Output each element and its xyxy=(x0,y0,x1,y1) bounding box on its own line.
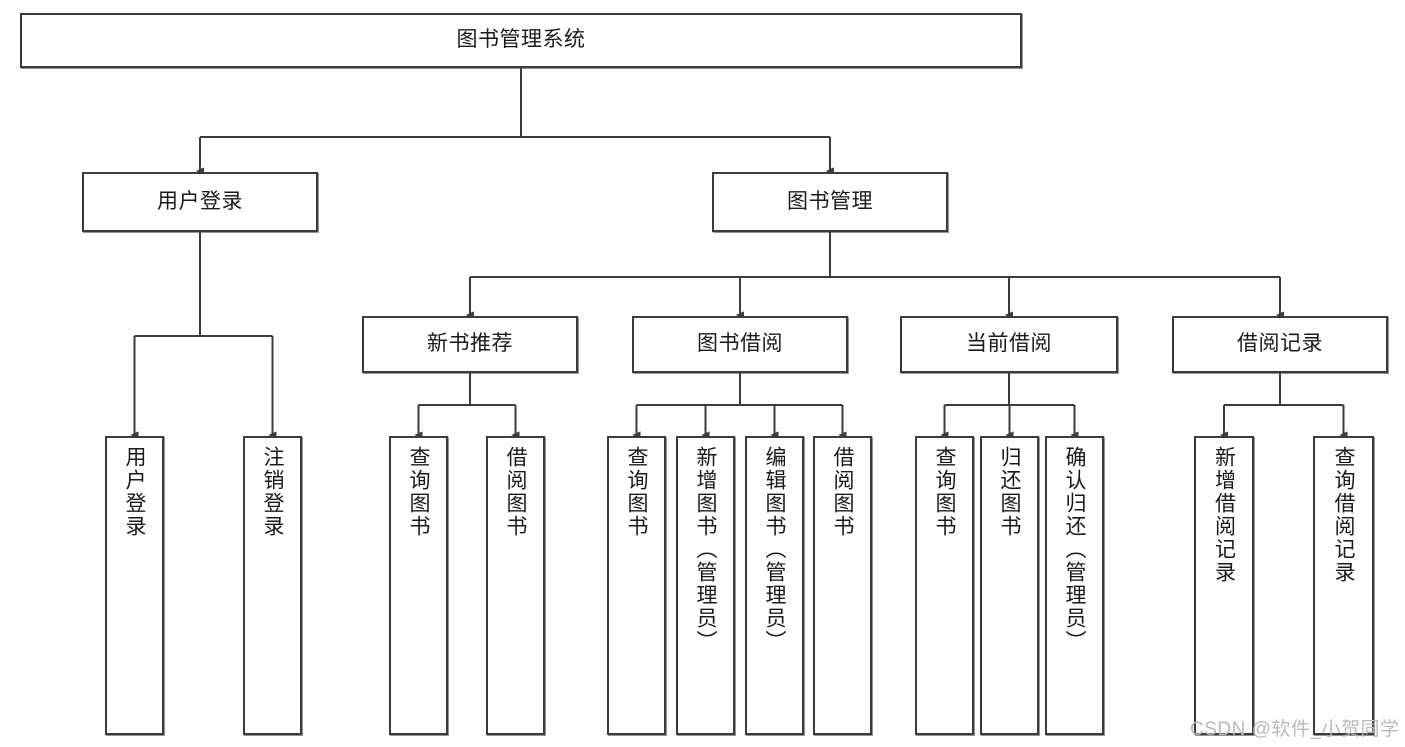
node-leaf-query-book-cur[interactable]: 查询图书 xyxy=(915,436,974,735)
node-label: 图书借阅 xyxy=(697,332,783,356)
node-book-borrow[interactable]: 图书借阅 xyxy=(632,316,848,373)
node-leaf-borrow-book[interactable]: 借阅图书 xyxy=(813,436,872,735)
node-label: 确认归还（管理员） xyxy=(1063,446,1087,653)
node-borrow-record[interactable]: 借阅记录 xyxy=(1172,316,1388,373)
node-leaf-add-record[interactable]: 新增借阅记录 xyxy=(1194,436,1254,735)
node-label: 新书推荐 xyxy=(427,332,513,356)
node-label: 查询借阅记录 xyxy=(1332,446,1356,584)
node-label: 注销登录 xyxy=(261,446,285,538)
node-leaf-query-book[interactable]: 查询图书 xyxy=(607,436,666,735)
node-label: 借阅图书 xyxy=(504,446,528,538)
node-label: 用户登录 xyxy=(157,189,243,213)
csdn-watermark: CSDN @软件_小贺同学 xyxy=(1190,719,1400,740)
node-label: 借阅记录 xyxy=(1237,332,1323,356)
node-label: 图书管理系统 xyxy=(456,28,586,52)
node-leaf-user-logout[interactable]: 注销登录 xyxy=(243,436,302,735)
node-label: 归还图书 xyxy=(998,446,1022,538)
node-label: 新增借阅记录 xyxy=(1212,446,1236,584)
node-book-manage[interactable]: 图书管理 xyxy=(712,172,948,232)
node-root[interactable]: 图书管理系统 xyxy=(20,13,1022,68)
node-leaf-query-record[interactable]: 查询借阅记录 xyxy=(1313,436,1374,735)
node-leaf-edit-book[interactable]: 编辑图书（管理员） xyxy=(745,436,804,735)
node-label: 新增图书（管理员） xyxy=(694,446,718,653)
node-leaf-confirm-return[interactable]: 确认归还（管理员） xyxy=(1045,436,1104,735)
node-leaf-add-book[interactable]: 新增图书（管理员） xyxy=(676,436,735,735)
node-user-login[interactable]: 用户登录 xyxy=(82,172,318,232)
node-label: 编辑图书（管理员） xyxy=(763,446,787,653)
node-current-borrow[interactable]: 当前借阅 xyxy=(900,316,1118,373)
node-label: 借阅图书 xyxy=(831,446,855,538)
node-label: 当前借阅 xyxy=(966,332,1052,356)
node-leaf-borrow-book-rec[interactable]: 借阅图书 xyxy=(486,436,545,735)
node-new-book-recommend[interactable]: 新书推荐 xyxy=(362,316,578,373)
node-label: 图书管理 xyxy=(787,189,873,213)
node-leaf-return-book[interactable]: 归还图书 xyxy=(980,436,1039,735)
node-leaf-query-book-rec[interactable]: 查询图书 xyxy=(389,436,448,735)
node-label: 用户登录 xyxy=(123,446,147,538)
node-label: 查询图书 xyxy=(625,446,649,538)
node-leaf-user-login[interactable]: 用户登录 xyxy=(105,436,164,735)
node-label: 查询图书 xyxy=(407,446,431,538)
node-label: 查询图书 xyxy=(933,446,957,538)
